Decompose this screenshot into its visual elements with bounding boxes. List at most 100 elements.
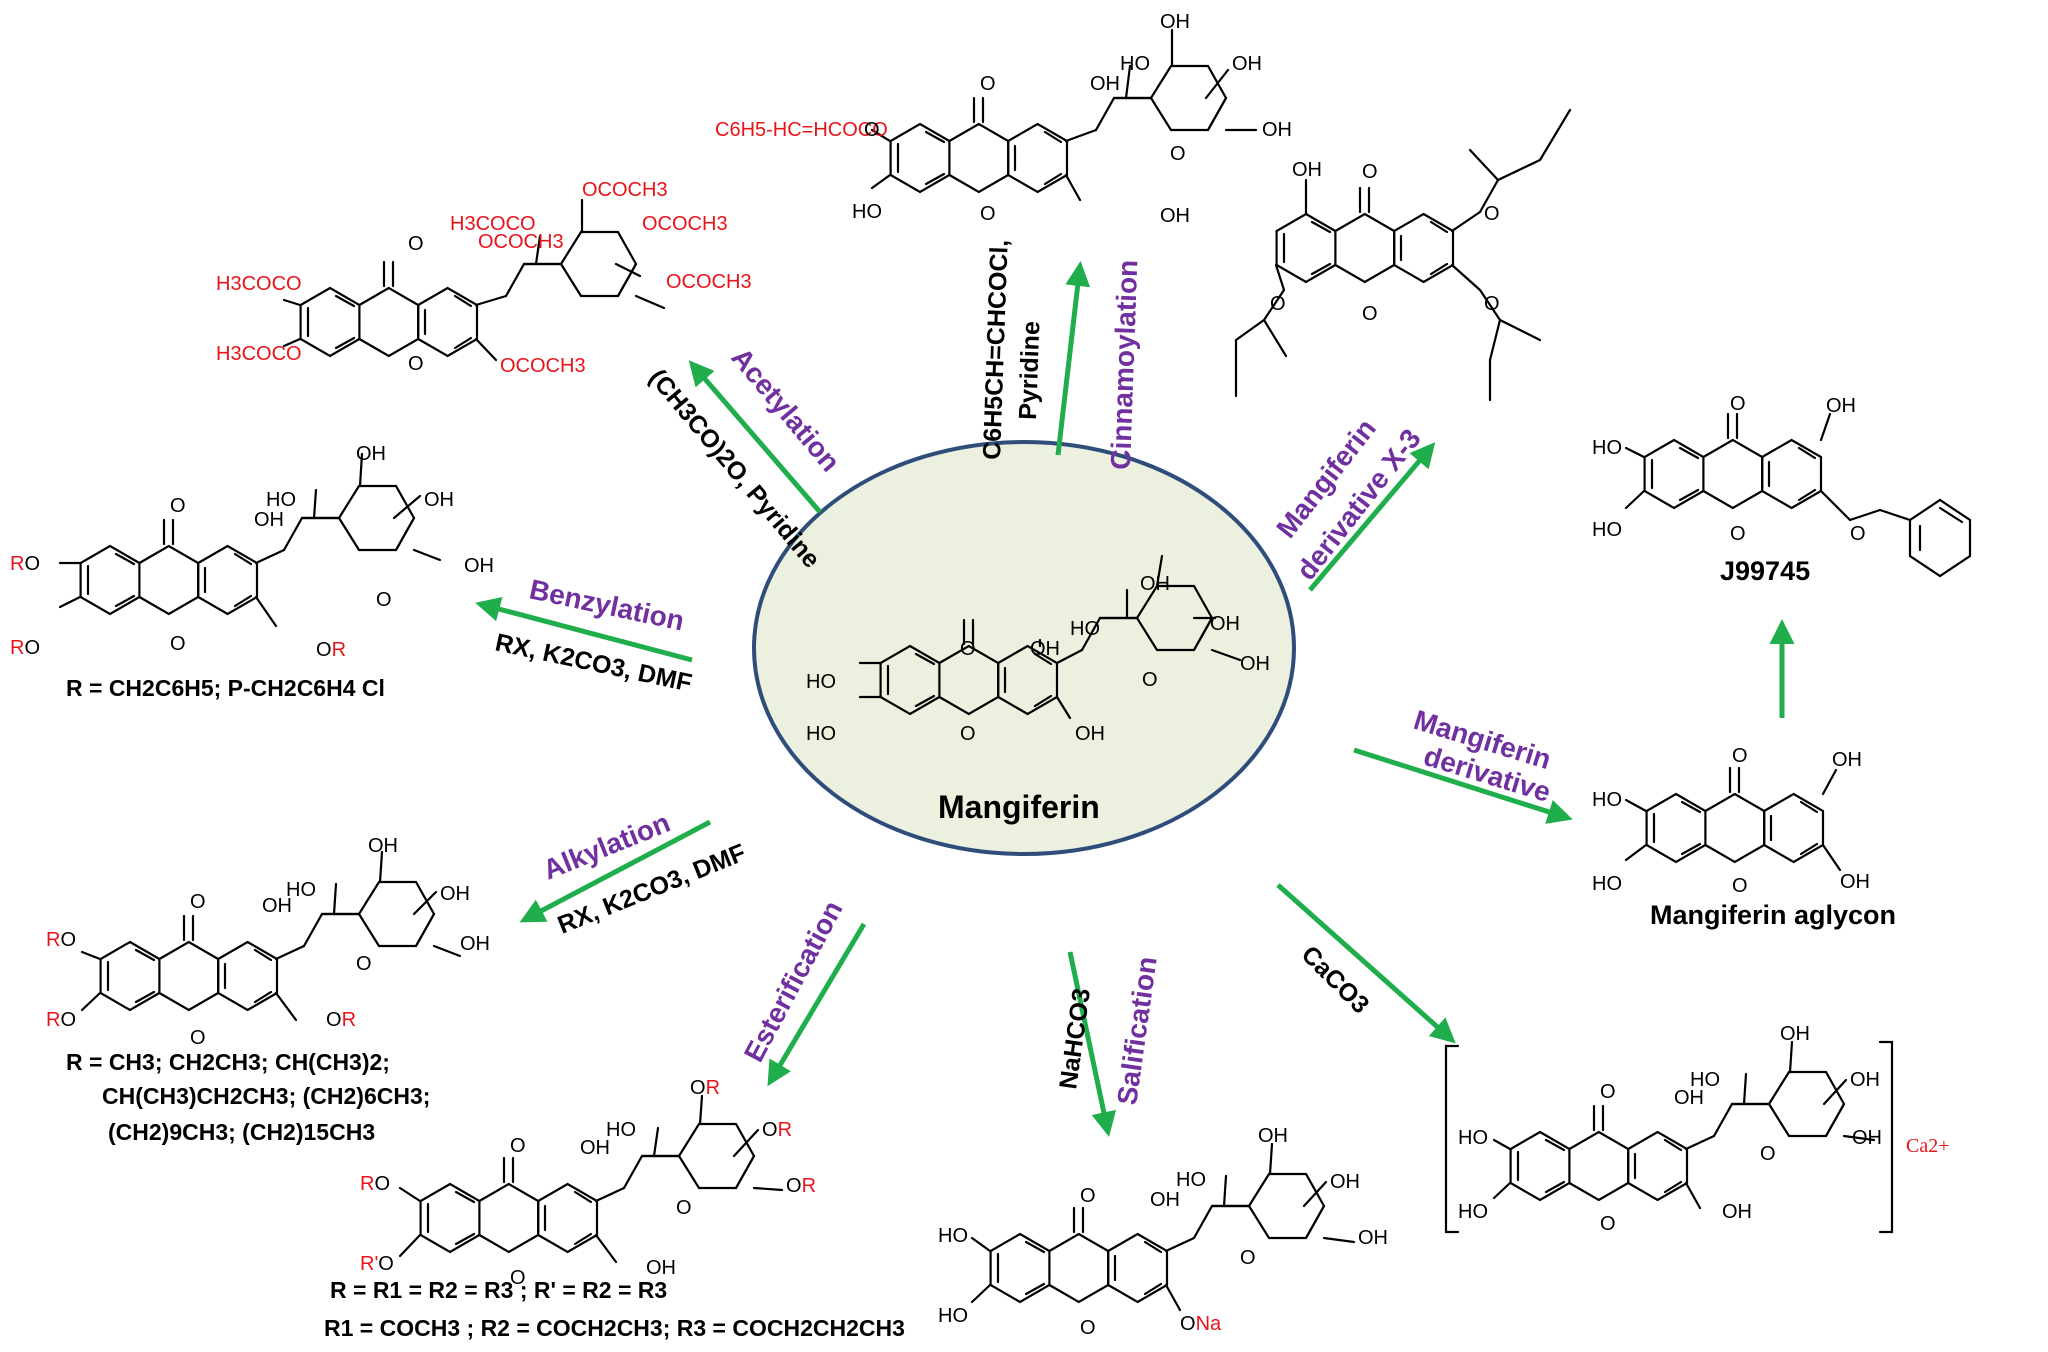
svg-text:OH: OH	[1160, 205, 1190, 227]
esterified-def-1: R = R1 = R2 = R3 ; R' = R2 = R3	[330, 1277, 667, 1303]
mangiferin-structure: HO HO O OH HO OH OH OH OH O O	[806, 554, 1270, 745]
svg-text:OH: OH	[1852, 1127, 1882, 1149]
svg-text:OR: OR	[316, 639, 346, 661]
reagent-acetylation: (CH3CO)2O, Pyridine	[643, 364, 825, 574]
svg-text:O: O	[170, 495, 186, 517]
svg-text:OH: OH	[424, 489, 454, 511]
sodium-structure: HO HO OH HO OH OH OH O O O ONa	[938, 1125, 1388, 1339]
svg-text:O: O	[1170, 143, 1186, 165]
svg-text:HO: HO	[938, 1225, 968, 1247]
svg-text:OH: OH	[1292, 159, 1322, 181]
svg-text:O: O	[1362, 303, 1378, 325]
svg-text:HO: HO	[1592, 519, 1622, 541]
benzylated-definition: R = CH2C6H5; P-CH2C6H4 Cl	[66, 675, 385, 701]
j99745-structure: HO HO O OH O O	[1592, 393, 1972, 578]
arrow-benzylation	[475, 597, 693, 663]
svg-text:O: O	[510, 1135, 526, 1157]
svg-text:OH: OH	[1090, 73, 1120, 95]
svg-text:RO: RO	[46, 1009, 76, 1031]
svg-text:OH: OH	[1674, 1087, 1704, 1109]
j99745-name: J99745	[1720, 556, 1810, 586]
svg-text:OH: OH	[1722, 1201, 1752, 1223]
benzylated-structure: RO RO OH HO OH OH OH OR O O O	[10, 443, 494, 661]
x3-structure: OH O O O O O	[1234, 108, 1572, 402]
group-acetyl-3: OCOCH3	[500, 355, 586, 377]
svg-text:O: O	[676, 1197, 692, 1219]
svg-text:OH: OH	[1150, 1189, 1180, 1211]
svg-text:O: O	[190, 1027, 206, 1049]
svg-text:RO: RO	[10, 553, 40, 575]
svg-text:O: O	[356, 953, 372, 975]
esterified-def-2: R1 = COCH3 ; R2 = COCH2CH3; R3 = COCH2CH…	[324, 1315, 905, 1341]
svg-text:O: O	[1600, 1213, 1616, 1235]
svg-text:O: O	[1600, 1081, 1616, 1103]
svg-text:OH: OH	[440, 883, 470, 905]
svg-text:HO: HO	[806, 723, 836, 745]
arrow-x3	[1308, 442, 1436, 592]
arrow-cinnamoylation	[1055, 261, 1091, 456]
reagent-caco3: CaCO3	[1296, 940, 1375, 1019]
svg-text:OH: OH	[1330, 1171, 1360, 1193]
svg-text:HO: HO	[852, 201, 882, 223]
reagent-cinnamoylation-1: C6H5CH=CHCOCl,	[978, 239, 1014, 460]
svg-text:OH: OH	[464, 555, 494, 577]
svg-text:O: O	[1732, 745, 1748, 767]
svg-text:OH: OH	[646, 1257, 676, 1279]
svg-text:RO: RO	[360, 1173, 390, 1195]
label-salification: Salification	[1111, 955, 1162, 1107]
svg-text:HO: HO	[1592, 437, 1622, 459]
svg-text:HO: HO	[266, 489, 296, 511]
esterified-structure: RO R'O OH HO OR OR OR OH O O O	[360, 1077, 816, 1289]
alkylated-structure: RO RO OH HO OH OH OH OR O O O	[46, 835, 490, 1049]
svg-text:O: O	[170, 633, 186, 655]
group-acetyl-8: OCOCH3	[478, 231, 564, 253]
group-acetyl-1: H3COCO	[216, 273, 302, 295]
svg-text:HO: HO	[1592, 873, 1622, 895]
calcium-ion: Ca2+	[1906, 1135, 1950, 1157]
arrow-salification	[1067, 951, 1117, 1137]
svg-text:HO: HO	[1120, 53, 1150, 75]
svg-text:OH: OH	[1075, 723, 1105, 745]
svg-text:OH: OH	[1832, 749, 1862, 771]
alkylated-def-3: (CH2)9CH3; (CH2)15CH3	[108, 1119, 375, 1145]
svg-text:O: O	[1760, 1143, 1776, 1165]
svg-text:O: O	[960, 723, 976, 745]
svg-text:HO: HO	[1690, 1069, 1720, 1091]
svg-text:OH: OH	[262, 895, 292, 917]
svg-text:RO: RO	[10, 637, 40, 659]
svg-text:HO: HO	[286, 879, 316, 901]
svg-text:OH: OH	[1030, 638, 1060, 660]
svg-text:O: O	[376, 589, 392, 611]
aglycon-name: Mangiferin aglycon	[1650, 900, 1896, 930]
svg-text:HO: HO	[606, 1119, 636, 1141]
calcium-structure: HO HO OH HO OH OH OH OH O O O	[1444, 1023, 1894, 1235]
svg-text:OR: OR	[762, 1119, 792, 1141]
svg-text:OR: OR	[786, 1175, 816, 1197]
alkylated-def-1: R = CH3; CH2CH3; CH(CH3)2;	[66, 1049, 390, 1075]
svg-text:O: O	[408, 233, 424, 255]
svg-text:OR: OR	[326, 1009, 356, 1031]
svg-text:O: O	[1080, 1317, 1096, 1339]
label-benzylation: Benzylation	[527, 574, 687, 637]
arrow-alkylation	[519, 819, 712, 923]
svg-text:HO: HO	[1176, 1169, 1206, 1191]
svg-text:O: O	[960, 638, 976, 660]
aglycon-structure: HO HO O OH O OH	[1592, 745, 1870, 897]
sodium-group: ONa	[1180, 1313, 1222, 1335]
svg-text:O: O	[1270, 293, 1286, 315]
svg-text:O: O	[864, 119, 880, 141]
svg-text:OH: OH	[1840, 871, 1870, 893]
group-acetyl-5: OCOCH3	[642, 213, 728, 235]
svg-text:OH: OH	[1780, 1023, 1810, 1045]
group-acetyl-7: H3COCO	[450, 213, 536, 235]
svg-text:O: O	[1730, 523, 1746, 545]
svg-text:O: O	[1732, 875, 1748, 897]
svg-text:O: O	[1484, 203, 1500, 225]
svg-text:OH: OH	[1358, 1227, 1388, 1249]
svg-text:O: O	[980, 73, 996, 95]
group-acetyl-6: OCOCH3	[582, 179, 668, 201]
svg-text:OH: OH	[356, 443, 386, 465]
svg-text:O: O	[1142, 669, 1158, 691]
reagent-benzylation: RX, K2CO3, DMF	[493, 628, 694, 697]
label-cinnamoylation: Cinnamoylation	[1105, 259, 1143, 470]
